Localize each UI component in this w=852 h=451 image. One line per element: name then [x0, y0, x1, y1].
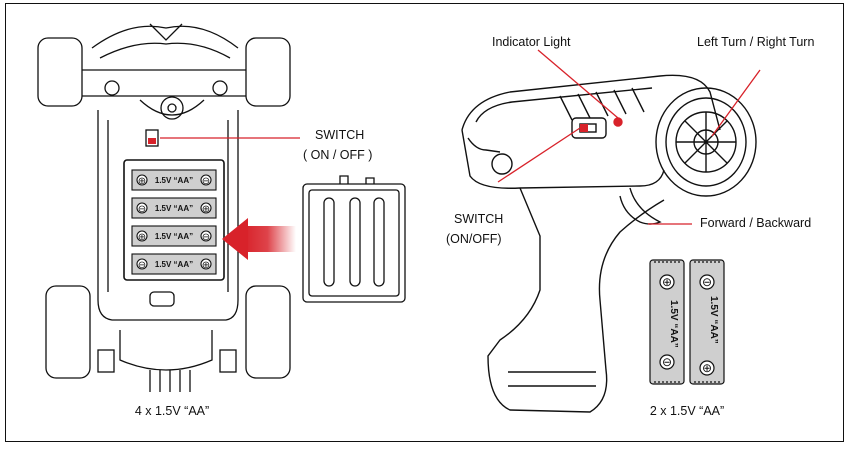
car-cell-label-1: 1.5V “AA” — [155, 176, 193, 185]
minus-sign: ⊖ — [202, 232, 210, 243]
minus-sign: ⊖ — [662, 355, 672, 369]
remote-switch-label: SWITCH — [454, 212, 504, 226]
insert-arrow-icon — [222, 218, 296, 260]
battery-cover-illustration — [302, 175, 406, 303]
remote-switch-indicator — [580, 124, 588, 132]
plus-sign: ⊕ — [662, 275, 672, 289]
plus-sign: ⊕ — [202, 204, 210, 215]
car-battery-cell-1 — [131, 169, 217, 191]
remote-steering-label: Left Turn / Right Turn — [697, 35, 815, 49]
remote-throttle-label: Forward / Backward — [700, 216, 812, 230]
remote-battery-cells — [649, 259, 725, 385]
remote-cell-label-1: 1.5V “AA” — [668, 300, 679, 348]
car-cell-label-4: 1.5V “AA” — [155, 260, 193, 269]
car-battery-caption: 4 x 1.5V “AA” — [134, 404, 210, 418]
remote-battery-cell-2 — [689, 259, 725, 385]
car-switch-state: ( ON / OFF ) — [303, 148, 373, 162]
plus-sign: ⊕ — [138, 176, 146, 187]
car-cell-label-2: 1.5V “AA” — [155, 204, 193, 213]
remote-battery-cell-1 — [649, 259, 685, 385]
car-battery-cell-4 — [131, 253, 217, 275]
car-battery-cell-2 — [131, 197, 217, 219]
car-switch-label: SWITCH — [315, 128, 365, 142]
minus-sign: ⊖ — [138, 204, 146, 215]
plus-sign: ⊕ — [702, 361, 712, 375]
minus-sign: ⊖ — [202, 176, 210, 187]
car-cell-label-3: 1.5V “AA” — [155, 232, 193, 241]
remote-leader-lines — [497, 49, 761, 225]
car-battery-cell-3 — [131, 225, 217, 247]
minus-sign: ⊖ — [702, 275, 712, 289]
car-chassis-illustration — [37, 23, 291, 392]
remote-switch-state: (ON/OFF) — [446, 232, 502, 246]
plus-sign: ⊕ — [202, 260, 210, 271]
remote-battery-caption: 2 x 1.5V “AA” — [649, 404, 725, 418]
car-switch-indicator — [148, 138, 156, 144]
plus-sign: ⊕ — [138, 232, 146, 243]
car-battery-cells — [131, 169, 217, 275]
minus-sign: ⊖ — [138, 260, 146, 271]
remote-indicator-label: Indicator Light — [492, 35, 571, 49]
remote-cell-label-2: 1.5V “AA” — [708, 296, 719, 344]
indicator-light-icon — [613, 117, 623, 127]
